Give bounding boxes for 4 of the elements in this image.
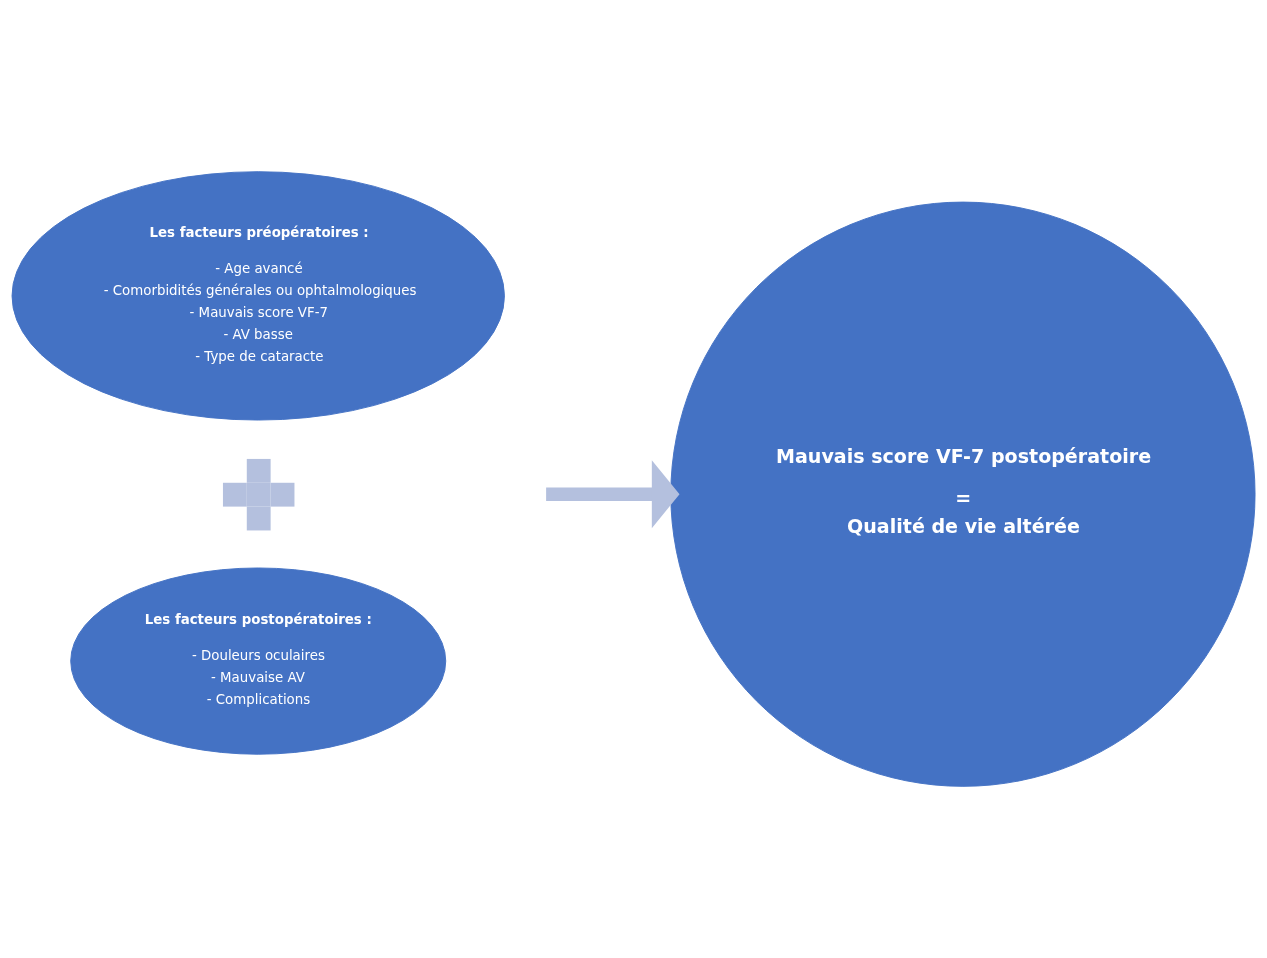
arrow bbox=[546, 460, 680, 529]
node-ellipse: Les facteurs postopératoires : - Douleurs oculaires - Mauvaise AV - Complications bbox=[70, 567, 447, 755]
node-circle: Mauvais score VF-7 postopératoire = Qualité de vie altérée bbox=[670, 201, 1256, 787]
node-ellipse: Les facteurs préopératoires : - Age avancé - Comorbidités générales ou ophtalmologiques - Mauvais score VF-7 - AV basse - Type de cataracte bbox=[11, 171, 505, 421]
